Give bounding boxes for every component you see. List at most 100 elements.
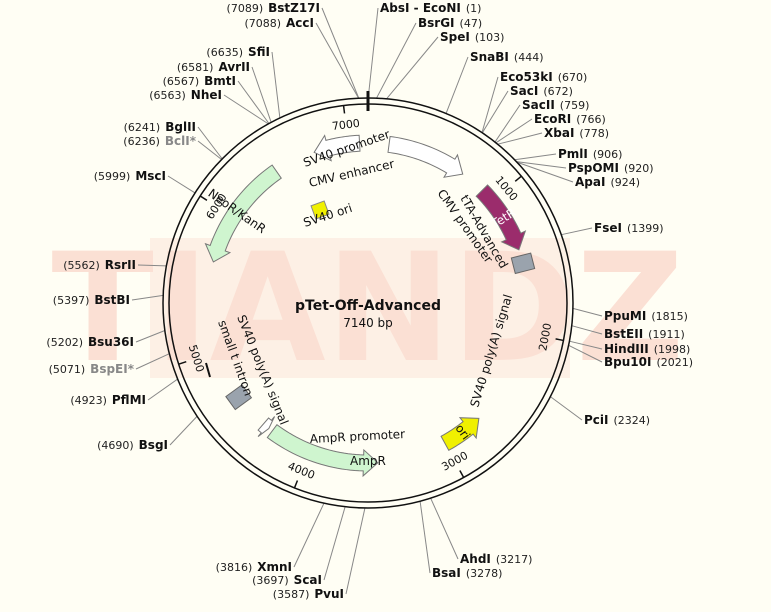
site-spei: SpeI(103)	[440, 30, 504, 44]
feature-arrow-ampr-promoter	[257, 416, 276, 437]
site-leader	[223, 94, 269, 125]
site-name: NheI	[191, 88, 222, 102]
site-position: (924)	[610, 176, 640, 189]
site-name: BspEI*	[90, 362, 135, 376]
site-name: PciI	[584, 413, 609, 427]
site-leader-lines	[131, 7, 603, 595]
site-position: (5071)	[49, 363, 86, 376]
tick-label: 2000	[536, 322, 554, 352]
site-position: (6567)	[163, 75, 200, 88]
restriction-sites: BstZ17I(7089)AccI(7088)AbsI - EcoNI(1)Bs…	[46, 1, 693, 601]
site-leader	[514, 153, 557, 161]
site-bsrgi: BsrGI(47)	[418, 16, 482, 30]
site-leader	[237, 80, 270, 124]
site-bmti: BmtI (6567)	[163, 74, 236, 88]
site-position: (6563)	[149, 89, 186, 102]
site-position: (670)	[558, 71, 588, 84]
site-leader	[481, 76, 499, 133]
tick-label: 7000	[331, 117, 360, 133]
site-scai: ScaI(3697)	[252, 573, 322, 587]
site-position: (1911)	[648, 328, 685, 341]
site-leader	[569, 340, 603, 350]
site-leader	[419, 501, 431, 574]
site-leader	[137, 264, 167, 267]
site-bpu10i: Bpu10I(2021)	[604, 355, 693, 369]
site-leader	[321, 7, 360, 99]
site-name: BsgI	[139, 438, 168, 452]
site-position: (920)	[624, 162, 654, 175]
site-position: (2021)	[656, 356, 693, 369]
site-leader	[550, 396, 583, 421]
site-name: ScaI	[294, 573, 322, 587]
site-name: PmlI	[558, 147, 588, 161]
site-position: (47)	[460, 17, 483, 30]
site-leader	[481, 90, 509, 134]
site-position: (3816)	[216, 561, 253, 574]
site-position: (6241)	[124, 121, 161, 134]
site-leader	[516, 161, 567, 169]
plasmid-name: pTet-Off-Advanced	[295, 298, 441, 314]
site-name: XmnI	[257, 560, 292, 574]
intron-marker	[205, 362, 211, 378]
site-leader	[345, 507, 366, 595]
site-leader	[293, 503, 325, 568]
site-name: SfiI	[248, 45, 270, 59]
site-position: (7089)	[227, 2, 264, 15]
site-pvui: PvuI(3587)	[273, 587, 344, 601]
site-position: (5562)	[63, 259, 100, 272]
tick-label: 3000	[439, 449, 470, 474]
site-bspei-: BspEI* (5071)	[49, 362, 135, 376]
site-leader	[251, 66, 272, 123]
tick-label: 4000	[286, 460, 317, 482]
site-sfii: SfiI (6635)	[206, 45, 270, 59]
site-bstbi: BstBI(5397)	[53, 293, 130, 307]
site-leader	[376, 22, 417, 99]
terminator-box-sv40-pa-right	[510, 252, 536, 275]
site-eco53ki: Eco53kI (670)	[500, 70, 587, 84]
site-position: (759)	[560, 99, 590, 112]
site-name: BsaI	[432, 566, 461, 580]
site-position: (6581)	[177, 61, 214, 74]
feature-arrow-ampr	[266, 424, 379, 478]
site-avrii: AvrII (6581)	[177, 60, 250, 74]
site-name: AbsI - EcoNI	[380, 1, 461, 15]
site-leader	[568, 344, 603, 363]
site-position: (6635)	[206, 46, 243, 59]
site-name: RsrII	[105, 258, 136, 272]
tick-mark	[342, 105, 346, 114]
site-position: (3587)	[273, 588, 310, 601]
site-name: AhdI	[460, 552, 491, 566]
feature-arrow-sv40-promoter	[313, 134, 361, 162]
site-name: EcoRI	[534, 112, 571, 126]
site-name: MscI	[135, 169, 166, 183]
site-bcli-: BclI*(6236)	[123, 134, 196, 148]
site-position: (5397)	[53, 294, 90, 307]
site-name: BmtI	[204, 74, 236, 88]
backbone	[162, 91, 574, 509]
site-leader	[197, 140, 222, 160]
feature-label-ampr: AmpR	[350, 454, 386, 468]
site-leader	[494, 104, 521, 143]
site-position: (672)	[543, 85, 573, 98]
site-position: (1399)	[627, 222, 664, 235]
feature-arrow-tetr	[475, 184, 527, 251]
tick-mark	[178, 360, 187, 365]
watermark-text: TIANDZ	[51, 222, 684, 396]
site-name: PpuMI	[604, 309, 646, 323]
site-ecori: EcoRI(766)	[534, 112, 606, 126]
tick-mark	[293, 480, 299, 489]
site-bsteii: BstEII(1911)	[604, 327, 685, 341]
site-leader	[135, 353, 170, 370]
tick-mark	[199, 195, 208, 201]
site-name: Bsu36I	[88, 335, 134, 349]
site-leader	[131, 294, 164, 301]
site-position: (103)	[475, 31, 505, 44]
site-name: AvrII	[218, 60, 250, 74]
site-name: Eco53kI	[500, 70, 553, 84]
site-xbai: XbaI(778)	[544, 126, 609, 140]
site-leader	[197, 126, 223, 160]
site-fsei: FseI(1399)	[594, 221, 664, 235]
site-position: (3278)	[466, 567, 503, 580]
site-rsrii: RsrII (5562)	[63, 258, 136, 272]
